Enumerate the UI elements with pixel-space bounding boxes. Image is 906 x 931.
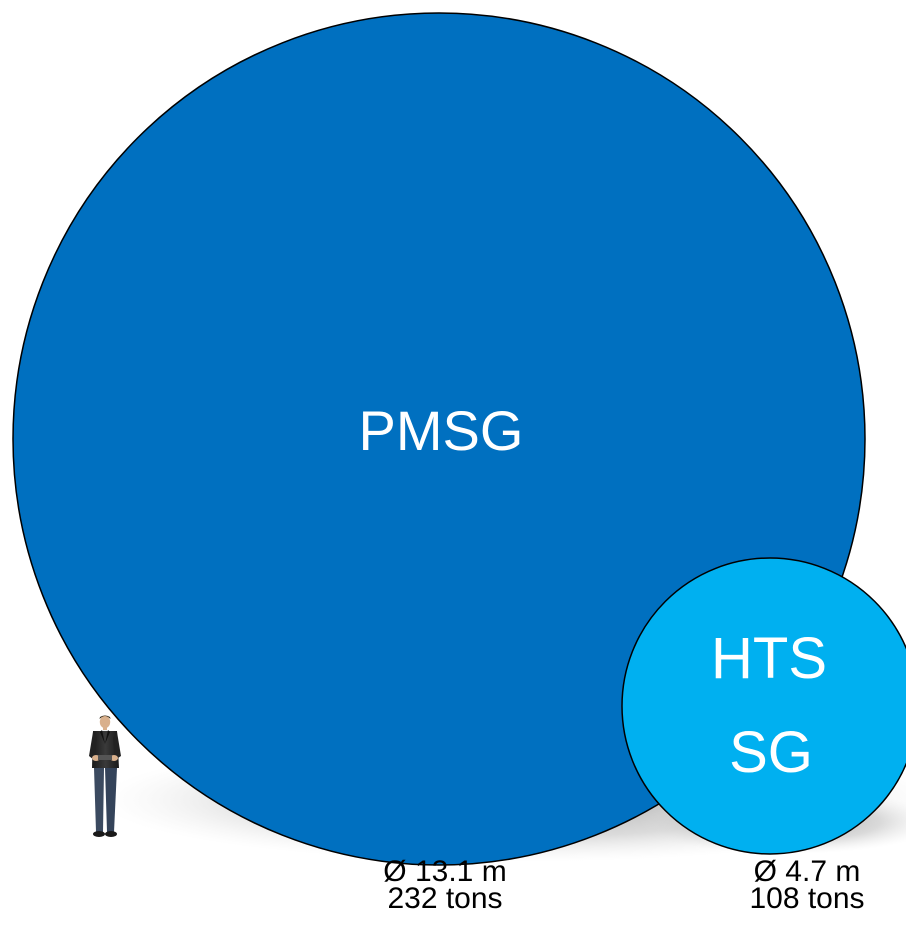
pmsg-diameter: Ø 13.1 m xyxy=(383,855,507,888)
hts-label-line1: HTS xyxy=(711,626,827,691)
hts-label-line2: SG xyxy=(729,720,813,785)
pmsg-spec-caption: Ø 13.1 m 232 tons xyxy=(330,855,560,915)
pmsg-mass: 232 tons xyxy=(387,882,503,915)
hts-mass: 108 tons xyxy=(749,882,865,915)
person-icon xyxy=(89,715,121,837)
hts-spec-caption: Ø 4.7 m 108 tons xyxy=(714,855,900,915)
hts-diameter: Ø 4.7 m xyxy=(753,855,861,888)
pmsg-label: PMSG xyxy=(359,399,524,462)
hts-circle xyxy=(621,557,906,855)
